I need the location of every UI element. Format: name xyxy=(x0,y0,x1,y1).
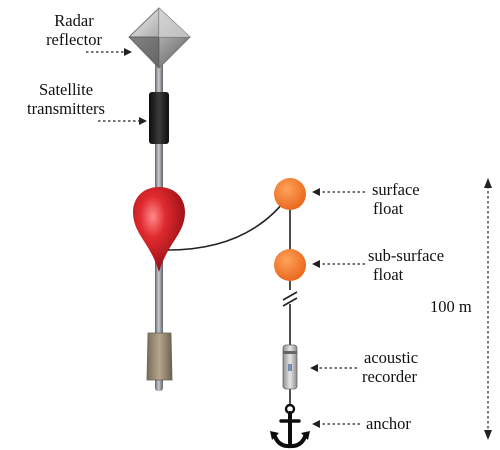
satellite-transmitter xyxy=(149,92,169,144)
depth-scale-arrow xyxy=(484,178,492,440)
label-satellite-transmitters: Satellite transmitters xyxy=(27,80,105,118)
surface-float xyxy=(274,178,306,210)
anchor-icon xyxy=(270,403,310,449)
counterweight xyxy=(146,332,173,381)
label-acoustic-recorder: acoustic recorder xyxy=(362,348,419,386)
subsurface-float xyxy=(274,249,306,281)
tether-line xyxy=(167,193,291,251)
radar-reflector-icon xyxy=(128,7,191,69)
line-break-icon xyxy=(282,291,298,307)
label-surface-float: surface float xyxy=(372,180,420,218)
label-anchor: anchor xyxy=(366,414,411,433)
label-depth: 100 m xyxy=(430,297,472,316)
red-buoy xyxy=(133,187,185,272)
label-radar-reflector: Radar reflector xyxy=(46,11,102,49)
label-subsurface-float: sub-surface float xyxy=(368,246,445,284)
acoustic-recorder xyxy=(282,344,298,390)
